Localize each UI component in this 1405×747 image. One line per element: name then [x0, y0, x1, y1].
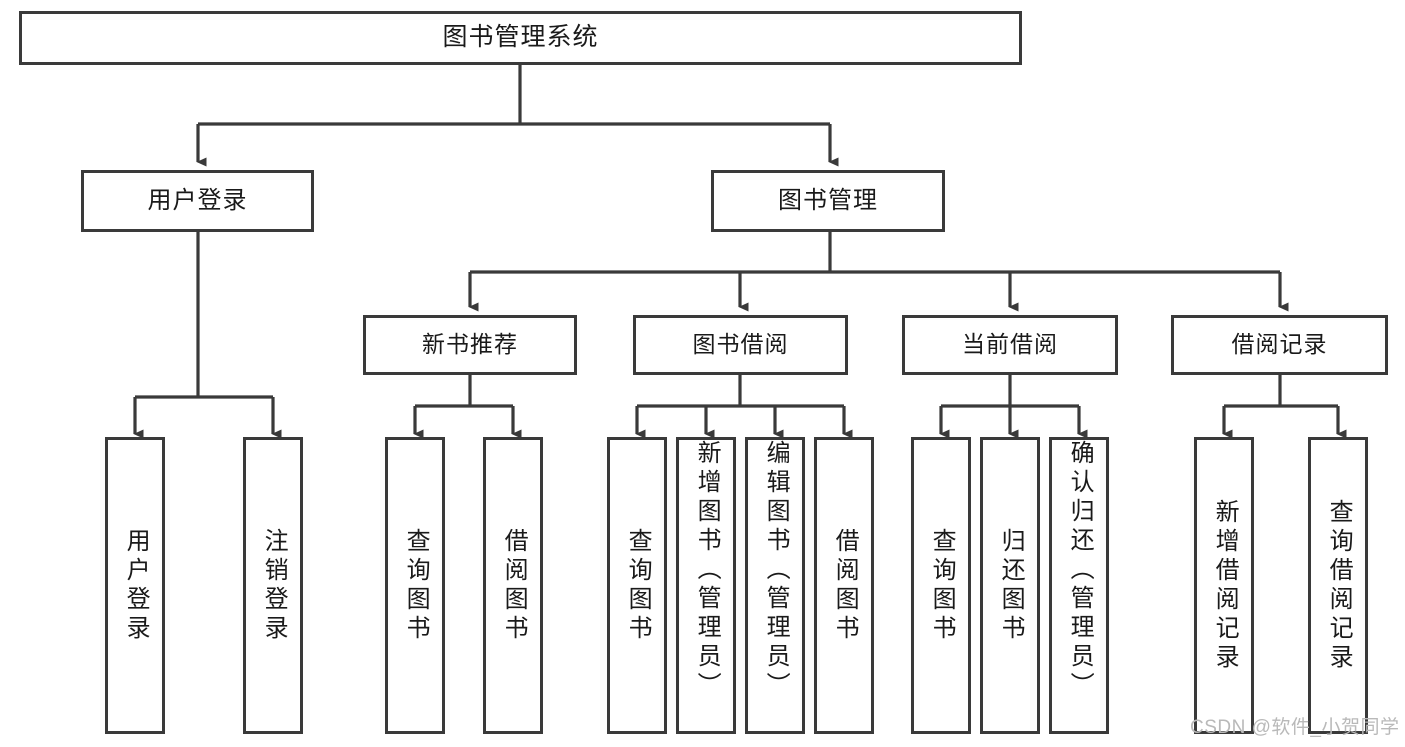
- leaf-current-confirm-return-admin[interactable]: 确认归还（管理员）: [1049, 437, 1109, 734]
- node-label: 当前借阅: [962, 331, 1058, 358]
- node-label: 查询图书: [928, 527, 956, 644]
- node-label: 注销登录: [260, 527, 288, 644]
- node-label: 查询图书: [402, 527, 430, 644]
- node-label: 图书管理系统: [442, 23, 599, 52]
- node-label: 新增借阅记录: [1211, 498, 1239, 673]
- node-root-system[interactable]: 图书管理系统: [19, 11, 1022, 65]
- node-label: 查询借阅记录: [1325, 498, 1353, 673]
- leaf-borrow-add-book-admin[interactable]: 新增图书（管理员）: [676, 437, 736, 734]
- leaf-recommend-query-book[interactable]: 查询图书: [385, 437, 445, 734]
- node-label: 用户登录: [122, 527, 150, 644]
- node-label: 确认归还（管理员）: [1066, 440, 1094, 701]
- node-label: 查询图书: [624, 527, 652, 644]
- node-borrow-records[interactable]: 借阅记录: [1171, 315, 1388, 375]
- leaf-current-return-book[interactable]: 归还图书: [980, 437, 1040, 734]
- node-label: 新书推荐: [422, 331, 518, 358]
- node-current-borrow[interactable]: 当前借阅: [902, 315, 1118, 375]
- node-label: 归还图书: [997, 527, 1025, 644]
- leaf-records-add-record[interactable]: 新增借阅记录: [1194, 437, 1254, 734]
- node-label: 借阅图书: [500, 527, 528, 644]
- leaf-current-query-book[interactable]: 查询图书: [911, 437, 971, 734]
- leaf-user-login-logout[interactable]: 注销登录: [243, 437, 303, 734]
- node-label: 图书借阅: [692, 331, 789, 358]
- node-new-book-recommend[interactable]: 新书推荐: [363, 315, 577, 375]
- node-label: 新增图书（管理员）: [693, 440, 721, 701]
- leaf-borrow-edit-book-admin[interactable]: 编辑图书（管理员）: [745, 437, 805, 734]
- node-user-login[interactable]: 用户登录: [81, 170, 314, 232]
- node-label: 编辑图书（管理员）: [762, 440, 790, 701]
- node-label: 用户登录: [147, 186, 248, 214]
- node-label: 图书管理: [778, 186, 878, 214]
- leaf-records-query-record[interactable]: 查询借阅记录: [1308, 437, 1368, 734]
- node-book-management[interactable]: 图书管理: [711, 170, 945, 232]
- node-label: 借阅记录: [1231, 331, 1328, 358]
- leaf-user-login-login[interactable]: 用户登录: [105, 437, 165, 734]
- leaf-recommend-borrow-book[interactable]: 借阅图书: [483, 437, 543, 734]
- leaf-borrow-query-book[interactable]: 查询图书: [607, 437, 667, 734]
- leaf-borrow-borrow-book[interactable]: 借阅图书: [814, 437, 874, 734]
- node-label: 借阅图书: [831, 527, 859, 644]
- node-book-borrow[interactable]: 图书借阅: [633, 315, 848, 375]
